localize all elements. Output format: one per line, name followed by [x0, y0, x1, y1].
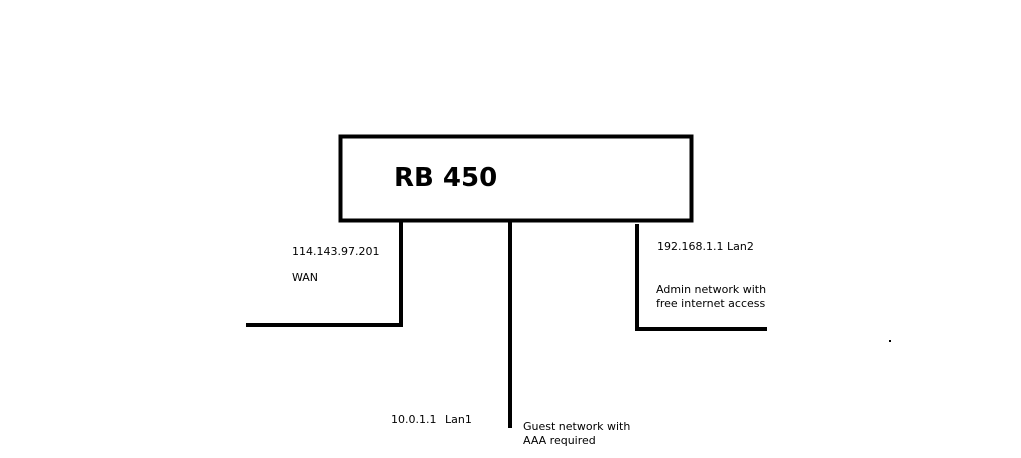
lan2-link	[635, 224, 767, 331]
wan-link	[246, 221, 403, 327]
lan1-name-label: Lan1	[445, 413, 472, 426]
lan1-ip-label: 10.0.1.1	[391, 413, 437, 426]
wan-ip-label: 114.143.97.201	[292, 245, 380, 258]
router-name: RB 450	[394, 163, 498, 193]
lan1-description: Guest network with AAA required	[523, 420, 631, 447]
wan-name-label: WAN	[292, 271, 319, 284]
router-box	[338, 134, 694, 223]
lan2-description: Admin network with free internet access	[656, 283, 767, 310]
stray-dot	[889, 340, 891, 342]
lan2-ip-label: 192.168.1.1 Lan2	[657, 240, 754, 253]
